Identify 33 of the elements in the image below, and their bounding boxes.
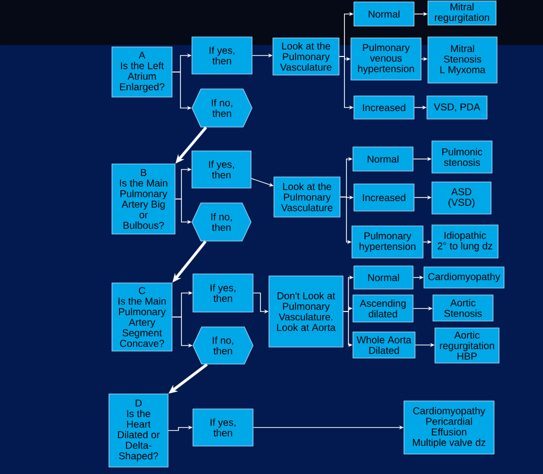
- process-box: Normal: [354, 2, 414, 26]
- process-box: If yes, then: [192, 36, 252, 74]
- hexagon-box: If no, then: [192, 88, 252, 128]
- process-box: Ascending dilated: [352, 294, 414, 322]
- question-box: A Is the Left Atrium Enlarged?: [112, 46, 172, 98]
- question-box: C Is the Main Pulmonary Artery Segment Concave?: [112, 282, 172, 352]
- result-box: Cardiomyopathy: [424, 266, 504, 288]
- result-box: Mitral regurgitation: [428, 0, 496, 26]
- process-box: Pulmonary venous hypertension: [350, 38, 422, 80]
- process-box: If yes, then: [192, 150, 252, 188]
- process-box: Look at the Pulmonary Vasculature: [272, 38, 340, 76]
- process-box: Normal: [354, 266, 414, 290]
- process-box: Whole Aorta Dilated: [352, 332, 416, 358]
- process-box: Pulmonary hypertension: [352, 226, 424, 258]
- result-box: Pulmonic stenosis: [432, 140, 492, 174]
- result-box: Aortic regurgitation HBP: [434, 328, 500, 364]
- process-box: Look at the Pulmonary Vasculature: [274, 176, 340, 218]
- process-box: If yes, then: [192, 408, 254, 446]
- result-box: ASD (VSD): [432, 182, 492, 214]
- question-box: B Is the Main Pulmonary Artery Big or Bulbous?: [112, 164, 176, 234]
- process-box: If yes, then: [192, 274, 254, 312]
- result-box: Mitral Stenosis L Myxoma: [428, 36, 498, 84]
- question-box: D Is the Heart Dilated or Delta-Shaped?: [108, 394, 168, 468]
- process-box: Increased: [354, 96, 414, 120]
- result-box: Cardiomyopathy Pericardial Effusion Multiple valve dz: [404, 400, 494, 454]
- process-box: Don't Look at Pulmonary Vasculature. Look at Aorta: [268, 276, 344, 348]
- result-box: Aortic Stenosis: [432, 294, 494, 322]
- result-box: Idiopathic 2° to lung dz: [432, 224, 498, 258]
- process-box: Normal: [352, 146, 414, 172]
- hexagon-box: If no, then: [192, 326, 254, 364]
- result-box: VSD, PDA: [426, 96, 488, 120]
- hexagon-box: If no, then: [192, 202, 252, 242]
- process-box: Increased: [354, 184, 414, 212]
